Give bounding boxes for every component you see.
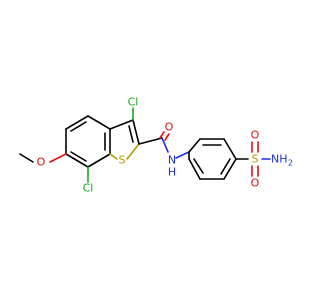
bond <box>109 119 134 130</box>
bond <box>188 158 201 180</box>
bond <box>87 153 111 168</box>
atom-label-sulfonyl-oxygen: O <box>251 129 260 142</box>
atom-label-amine-subscript: 2 <box>288 159 293 168</box>
double-bond <box>159 131 165 139</box>
structure-diagram: Cl O S N H O Cl S O O NH 2 <box>19 96 293 195</box>
atom-label-amine: NH <box>271 153 288 166</box>
atom-label-chlorine: Cl <box>128 96 139 109</box>
atom-label-sulfur: S <box>119 154 126 167</box>
bond <box>138 137 163 145</box>
bond <box>175 151 190 159</box>
bond <box>109 153 118 160</box>
atom-label-hydrogen: H <box>168 166 176 179</box>
atom-label-sulfonyl-oxygen: O <box>251 177 260 190</box>
double-bond-inner <box>128 125 134 143</box>
double-bond-inner <box>193 158 204 174</box>
atom-label-oxygen: O <box>165 121 174 134</box>
bond <box>188 138 201 153</box>
bond <box>161 137 169 153</box>
bond <box>132 119 140 145</box>
atom-label-chlorine: Cl <box>83 182 94 195</box>
bond <box>87 115 111 130</box>
bond <box>65 153 89 168</box>
atom-label-sulfonyl-sulfur: S <box>252 153 259 166</box>
bond <box>223 158 237 180</box>
bond <box>126 143 140 160</box>
double-bond-inner <box>220 158 231 175</box>
double-bond-inner <box>70 121 87 132</box>
bond <box>49 153 67 163</box>
bond <box>65 115 89 130</box>
atom-label-nitrogen: N <box>168 154 176 167</box>
bond <box>223 138 237 160</box>
double-bond-inner <box>70 151 87 162</box>
atom-label-methoxy-oxygen: O <box>37 156 46 169</box>
molecule-canvas: Cl O S N H O Cl S O O NH 2 <box>19 96 293 195</box>
double-bond <box>164 133 170 141</box>
bond <box>19 153 34 163</box>
